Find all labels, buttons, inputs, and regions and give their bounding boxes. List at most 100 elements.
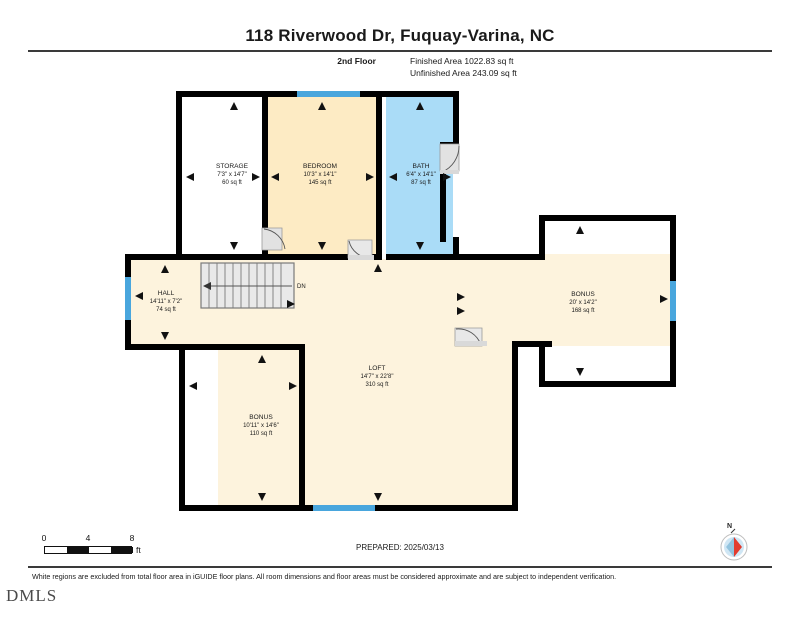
finished-area-text: Finished Area 1022.83 sq ft bbox=[410, 56, 514, 66]
disclaimer-text: White regions are excluded from total fl… bbox=[32, 572, 617, 581]
compass-north-tick bbox=[730, 528, 736, 534]
room-label-bonus-left-name: BONUS bbox=[249, 414, 273, 421]
stair-dn-label: DN bbox=[297, 284, 306, 290]
window-bonus-right-east bbox=[670, 281, 676, 321]
dim-arrow-bedroom-south bbox=[318, 242, 326, 250]
door-sill-bedroom-hall bbox=[348, 255, 374, 260]
door-group bbox=[261, 143, 487, 347]
dim-arrow-storage-north bbox=[230, 102, 238, 110]
stair-body bbox=[200, 262, 295, 309]
stair-direction-arrow bbox=[203, 282, 211, 290]
dim-arrow-bonus-left-south bbox=[258, 493, 266, 501]
dim-arrow-loft-north bbox=[374, 264, 382, 272]
room-label-bedroom-dimensions: 10'3" x 14'1" bbox=[304, 172, 337, 178]
wall-bonus-right-top bbox=[539, 215, 676, 221]
watermark-dmls: DMLS bbox=[6, 586, 58, 605]
door-sill-bonus-right bbox=[455, 341, 487, 346]
room-label-hall-name: HALL bbox=[158, 290, 175, 297]
wall-corridor-top bbox=[453, 254, 545, 260]
unfinished-area-text: Unfinished Area 243.09 sq ft bbox=[410, 68, 517, 78]
scale-seg-1 bbox=[67, 547, 89, 553]
scale-tick-8: 8 bbox=[129, 533, 135, 543]
wall-lower-left bbox=[179, 344, 185, 511]
room-label-bonus-left-area: 110 sq ft bbox=[250, 431, 273, 437]
wall-bonus-right-left-upper bbox=[539, 215, 545, 260]
wall-upper-right bbox=[453, 91, 459, 148]
staircase: DN bbox=[200, 262, 306, 309]
room-fill-bonus-right-unfinished-bottom bbox=[545, 346, 671, 381]
room-label-loft-dimensions: 14'7" x 22'8" bbox=[361, 374, 394, 380]
dim-arrow-storage-west bbox=[186, 173, 194, 181]
wall-hall-bottom bbox=[125, 344, 191, 350]
wall-bonus-right-left-lower bbox=[539, 341, 545, 387]
compass-north-label: N bbox=[727, 523, 733, 530]
door-sill-bath bbox=[440, 170, 459, 174]
room-fill-bonus-left-unfinished bbox=[185, 348, 218, 505]
room-fill-bonus-left bbox=[218, 348, 305, 505]
wall-upper-bottom-b bbox=[386, 254, 459, 260]
dim-arrow-hall-east bbox=[287, 300, 295, 308]
dim-arrow-bonus-left-north bbox=[258, 355, 266, 363]
room-label-bath-area: 87 sq ft bbox=[411, 180, 431, 186]
stair-treads bbox=[208, 263, 282, 308]
wall-storage-bedroom bbox=[262, 91, 268, 260]
compass-needle-blue bbox=[726, 537, 734, 557]
room-label-loft-name: LOFT bbox=[369, 365, 386, 372]
wall-bedroom-bath bbox=[376, 91, 382, 260]
wall-bonus-right-bottom bbox=[539, 381, 676, 387]
scale-seg-2 bbox=[111, 547, 133, 553]
wall-corridor-bottom bbox=[512, 341, 552, 347]
wall-bonus-left-divider-top bbox=[299, 344, 305, 376]
window-hall-west bbox=[125, 277, 131, 320]
dim-arrow-storage-east bbox=[252, 173, 260, 181]
dim-arrow-bath-east bbox=[443, 173, 451, 181]
room-label-bath-name: BATH bbox=[412, 163, 429, 170]
door-leaf-bedroom bbox=[261, 227, 283, 251]
room-fill-bonus-right bbox=[540, 254, 671, 346]
room-fill-bonus-right-unfinished-top bbox=[545, 221, 671, 254]
window-bedroom-north bbox=[297, 91, 360, 97]
prepared-date: PREPARED: 2025/03/13 bbox=[356, 543, 444, 552]
wall-bath-jog-v bbox=[440, 142, 446, 242]
dimension-arrow-group bbox=[135, 102, 668, 501]
compass-needle-red bbox=[734, 537, 742, 557]
dim-arrow-bonus-right-east bbox=[660, 295, 668, 303]
room-label-bedroom-area: 145 sq ft bbox=[308, 180, 331, 186]
floor-label: 2nd Floor bbox=[337, 56, 376, 66]
wall-loft-top-left bbox=[185, 344, 305, 350]
scale-unit-label: ft bbox=[136, 545, 141, 555]
room-label-bath-dimensions: 6'4" x 14'1" bbox=[406, 172, 436, 178]
header-divider bbox=[28, 50, 772, 52]
room-fill-storage bbox=[182, 96, 264, 254]
dim-arrow-bedroom-north bbox=[318, 102, 326, 110]
wall-upper-bottom-a bbox=[176, 254, 376, 260]
dim-arrow-hall-south bbox=[161, 332, 169, 340]
wall-hall-top bbox=[125, 254, 182, 260]
room-label-storage-area: 60 sq ft bbox=[222, 180, 242, 186]
wall-lower-right bbox=[512, 347, 518, 511]
dim-arrow-bonus-left-west bbox=[189, 382, 197, 390]
dim-arrow-storage-south bbox=[230, 242, 238, 250]
wall-upper-left bbox=[176, 91, 182, 260]
window-group bbox=[125, 91, 676, 511]
dim-arrow-hall-north bbox=[161, 265, 169, 273]
room-label-bedroom-name: BEDROOM bbox=[303, 163, 337, 170]
window-loft-south bbox=[313, 505, 375, 511]
dim-arrow-loft-east-b bbox=[457, 307, 465, 315]
dim-arrow-bedroom-east bbox=[366, 173, 374, 181]
dim-arrow-loft-east-a bbox=[457, 293, 465, 301]
dim-arrow-bath-south bbox=[416, 242, 424, 250]
scale-tick-0: 0 bbox=[41, 533, 47, 543]
dim-arrow-bath-west bbox=[389, 173, 397, 181]
page-title: 118 Riverwood Dr, Fuquay-Varina, NC bbox=[245, 26, 555, 45]
dim-arrow-bonus-right-north bbox=[576, 226, 584, 234]
dim-arrow-hall-west bbox=[135, 292, 143, 300]
room-label-bonus-left-dimensions: 10'11" x 14'6" bbox=[243, 423, 279, 429]
scale-bar bbox=[44, 546, 133, 554]
room-label-storage-name: STORAGE bbox=[216, 163, 249, 170]
door-arc-bedroom bbox=[263, 228, 286, 250]
scale-tick-4: 4 bbox=[85, 533, 91, 543]
room-label-hall-area: 74 sq ft bbox=[156, 307, 176, 313]
